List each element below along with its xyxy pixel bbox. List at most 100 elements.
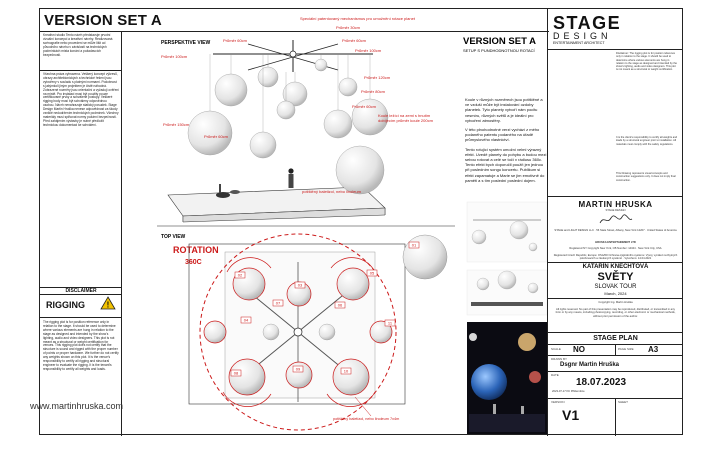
plan-title: STAGE PLAN	[593, 335, 638, 342]
maker-name: MARTIN HRUSKA	[578, 200, 653, 209]
cell-divider	[615, 344, 616, 355]
warning-icon: !	[100, 296, 116, 310]
callout-diameter: Průměr 60cm	[204, 134, 229, 139]
callout-floor-sphere: Koule ležící na zemi s hnutím dobíjecím …	[378, 113, 433, 123]
tour-date: March, 2024	[604, 291, 627, 296]
version-label: VERSION	[551, 400, 565, 404]
version-value: V1	[562, 407, 580, 423]
date-label: DATE	[551, 373, 559, 377]
callout-diameter: Průměr 60cm	[352, 104, 377, 109]
planet-sphere	[249, 131, 277, 159]
divider	[548, 298, 683, 299]
planet-number-box	[384, 319, 396, 327]
planet-sphere	[187, 110, 233, 156]
callout-diameter: Průměr 100cm	[355, 48, 382, 53]
planet-sphere	[338, 77, 358, 97]
top-planet	[228, 358, 266, 396]
planet-sphere	[257, 66, 279, 88]
callout-floor: potištěný baletizol, nebo linoleum	[302, 189, 361, 194]
maker-company: HRUSKA ENTERTAINMENT LTD	[595, 241, 636, 244]
top-planet	[318, 323, 336, 341]
disclaimer-heading: DISCLAIMER	[40, 287, 122, 295]
callout-diameter: Průměr 30cm	[336, 25, 361, 30]
version-para-3: Tento rotující systém umožní velmi výraz…	[465, 146, 547, 183]
scale-label: SCALE	[551, 347, 561, 351]
earth-planet	[471, 364, 507, 400]
callout-leader	[354, 396, 372, 417]
planet-number: 02	[238, 273, 243, 278]
rigging-label: RIGGING	[46, 300, 86, 310]
top-planet	[285, 361, 313, 389]
title-block-column: STAGE DESIGN ENTERTAINMENT ARCHITECT Dis…	[547, 9, 683, 436]
callout-diameter: Průměr 120cm	[364, 75, 391, 80]
top-planet	[336, 267, 370, 301]
callout-diameter: Průměr 60cm	[342, 38, 367, 43]
stage-design-logo-sub: DESIGN	[553, 31, 612, 41]
left-text-column: Kreativní studio Tento návrh představuje…	[40, 32, 122, 436]
top-planet-large	[402, 234, 448, 280]
top-view-callout: potištěný baletizol, nebo linoleum 7x4m	[333, 417, 399, 421]
intro-paragraph: Kreativní studio Tento návrh představuje…	[43, 33, 113, 57]
planet-number-box	[240, 316, 252, 324]
planet-sphere	[314, 58, 328, 72]
copyright-line: Copyright Ing. Martin Hruška	[598, 301, 633, 304]
svg-text:!: !	[107, 301, 110, 310]
stage-outline	[188, 243, 406, 405]
divider	[548, 371, 683, 372]
planet-number-box	[292, 365, 304, 373]
planet-sphere	[323, 109, 353, 139]
scale-value: NO	[573, 345, 585, 354]
planet-sphere	[214, 73, 248, 107]
rights-paragraph: Všechna práva vyhrazena. Veškerý koncept…	[43, 72, 120, 127]
signature	[599, 214, 633, 224]
callout-diameter: Průměr 80cm	[361, 89, 386, 94]
maker-address: STAGE and LIGHT DESIGN LLC · 56 State St…	[554, 229, 677, 232]
planet-number: 05	[370, 271, 375, 276]
file-info: 2023-07-17 KK Přiklemšice	[552, 390, 585, 393]
version-description: Koule v různých rozměrech jsou potištěné…	[465, 97, 547, 183]
callout-diameter: Průměr 60cm	[223, 38, 248, 43]
callout-diameter: Průměr 150cm	[163, 122, 190, 127]
planet-number-box	[272, 299, 284, 307]
page-size-label: PAGE SIZE	[618, 347, 634, 351]
drawing-area: PERSPEKTIVE VIEW	[157, 36, 548, 434]
top-planet	[332, 358, 370, 396]
version-subtitle: SETUP S PUNDHODNOTNOU ROTACÍ	[463, 48, 536, 53]
header-rule	[40, 31, 549, 32]
cell-divider	[615, 398, 616, 436]
divider	[548, 332, 683, 333]
planet-number: 07	[276, 301, 281, 306]
planet-number: 01	[412, 243, 417, 248]
stage-front	[182, 207, 386, 223]
maker-sub: STAGE DESIGN	[605, 209, 626, 212]
planet-number-box	[340, 367, 352, 375]
top-view-label: TOP VIEW	[161, 234, 186, 240]
concept-note: This Drawing represents visual concepts …	[616, 172, 676, 182]
stage-design-tagline: ENTERTAINMENT ARCHITECT	[553, 41, 605, 45]
version-para-2: V této plnohodnotné verzi vychází z mého…	[465, 127, 540, 143]
moon-planet	[518, 333, 536, 351]
maker-registration: Registered NY Copyright New York, CB Num…	[569, 247, 662, 250]
divider	[548, 355, 683, 356]
rotation-path	[199, 233, 397, 431]
divider	[548, 262, 683, 263]
divider	[548, 49, 683, 50]
planet-number-box	[366, 269, 378, 277]
planet-number-box	[294, 281, 306, 289]
planet-number-box	[234, 271, 246, 279]
drawing-sheet: VERSION SET A Kreativní studio Tento náv…	[39, 8, 683, 436]
drum-kit	[216, 184, 240, 198]
website-link[interactable]: www.martinhruska.com	[30, 401, 124, 411]
copyright-text: All rights reserved. No part of this pre…	[555, 308, 676, 318]
stage-design-logo: STAGE	[553, 13, 622, 33]
sheet-title: VERSION SET A	[44, 12, 162, 29]
tour-name: SLOVAK TOUR	[594, 284, 637, 290]
responsibility-note: It is the client's responsibility to cer…	[616, 136, 678, 146]
planet-sphere-floor	[335, 145, 385, 195]
top-planet	[262, 323, 280, 341]
rotation-mechanism	[289, 50, 297, 58]
suspension-lines	[209, 54, 371, 132]
planet-number-box	[230, 369, 242, 377]
